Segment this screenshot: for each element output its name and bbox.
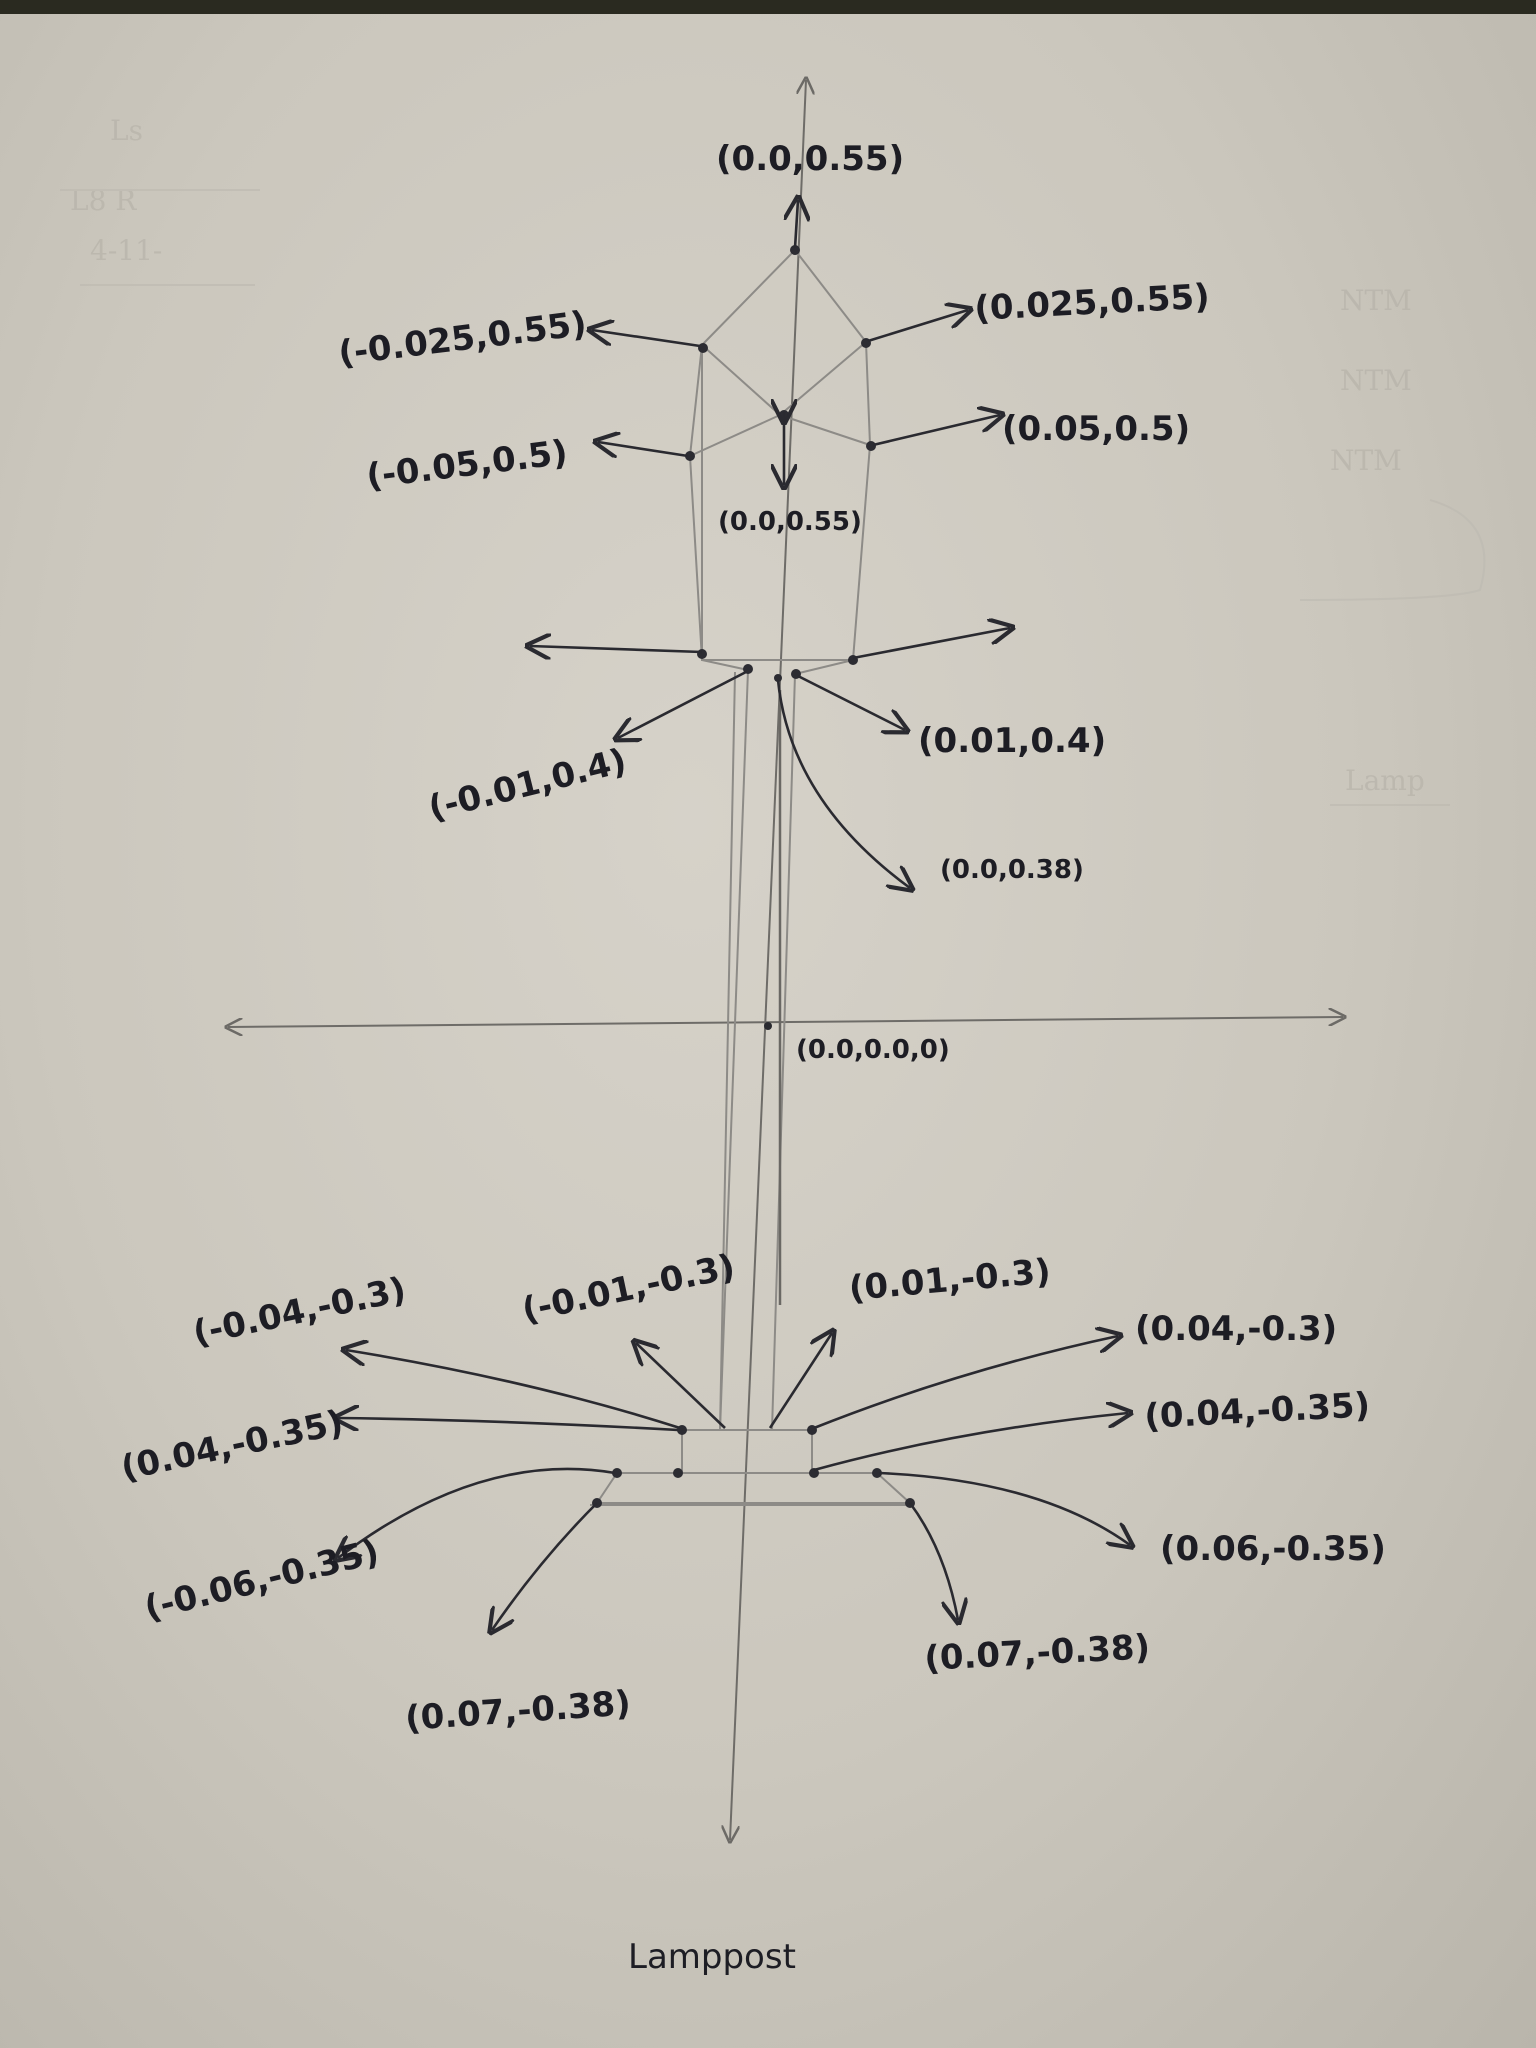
lamppost-base bbox=[590, 1429, 913, 1506]
label-mid-right: (0.05,0.5) bbox=[1002, 409, 1190, 449]
svg-text:L8 R: L8 R bbox=[70, 184, 137, 217]
label-base-top-left-outer: (-0.04,-0.3) bbox=[190, 1270, 410, 1354]
label-base-bottom-right: (0.07,-0.38) bbox=[923, 1627, 1151, 1679]
label-neck-left: (-0.01,0.4) bbox=[425, 741, 631, 829]
horizontal-axis bbox=[228, 1017, 1343, 1027]
vertical-axis bbox=[730, 80, 806, 1840]
lamppost-pole bbox=[719, 669, 796, 1431]
label-neck-right: (0.01,0.4) bbox=[918, 721, 1106, 761]
label-base-top-right-inner: (0.01,-0.3) bbox=[847, 1251, 1052, 1308]
diagram-caption: Lamppost bbox=[628, 1937, 796, 1977]
origin-point bbox=[764, 1022, 772, 1030]
faint-background-notes: Ls L8 R 4-11- NTM NTM NTM Lamp bbox=[60, 114, 1486, 806]
label-mid-left: (-0.05,0.5) bbox=[364, 433, 570, 497]
svg-text:NTM: NTM bbox=[1340, 284, 1412, 317]
label-base-low-right: (0.06,-0.35) bbox=[1160, 1529, 1386, 1569]
axes bbox=[228, 80, 1343, 1840]
label-top-tip: (0.0,0.55) bbox=[716, 139, 904, 179]
svg-text:Ls: Ls bbox=[110, 114, 143, 147]
label-base-mid-left: (0.04,-0.35) bbox=[118, 1403, 347, 1489]
label-neck-center: (0.0,0.38) bbox=[940, 855, 1084, 885]
svg-text:NTM: NTM bbox=[1340, 364, 1412, 397]
label-top-left: (-0.025,0.55) bbox=[336, 304, 589, 374]
label-base-top-right-outer: (0.04,-0.3) bbox=[1135, 1309, 1337, 1349]
svg-text:4-11-: 4-11- bbox=[90, 234, 162, 267]
label-base-bottom-left: (0.07,-0.38) bbox=[404, 1683, 632, 1739]
label-top-right: (0.025,0.55) bbox=[973, 277, 1210, 329]
label-origin: (0.0,0.0,0) bbox=[796, 1035, 950, 1065]
vertex-labels: (0.0,0.55) (-0.025,0.55) (0.025,0.55) (-… bbox=[118, 139, 1386, 1739]
label-base-top-left-inner: (-0.01,-0.3) bbox=[519, 1247, 739, 1331]
svg-text:NTM: NTM bbox=[1330, 444, 1402, 477]
label-center: (0.0,0.55) bbox=[718, 507, 862, 537]
desk-edge bbox=[0, 0, 1536, 14]
lamp-head bbox=[688, 248, 872, 675]
label-base-low-left: (-0.06,-0.35) bbox=[141, 1532, 384, 1629]
svg-text:Lamp: Lamp bbox=[1345, 764, 1425, 797]
pointer-arrows bbox=[338, 200, 1130, 1630]
label-base-mid-right: (0.04,-0.35) bbox=[1143, 1385, 1371, 1437]
